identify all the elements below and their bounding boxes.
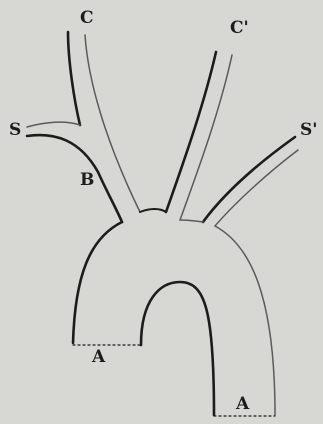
right-subclavian-lower-wall xyxy=(215,150,298,226)
label-a-left: A xyxy=(92,349,105,366)
arch-top-between-branches xyxy=(180,220,203,222)
left-carotid-outer-wall xyxy=(68,32,80,125)
label-a-right: A xyxy=(236,396,249,413)
arch-top-notch xyxy=(140,209,166,212)
label-b: B xyxy=(80,172,94,189)
left-subclavian-lower-wall xyxy=(27,135,122,222)
left-subclavian-upper-wall xyxy=(27,122,80,127)
label-left-carotid: C xyxy=(80,10,94,27)
label-right-subclavian: S' xyxy=(300,122,317,139)
right-subclavian-upper-wall xyxy=(203,137,295,222)
label-right-carotid: C' xyxy=(230,20,249,37)
inner-arch-wall xyxy=(141,282,214,415)
outer-arch-right-wall xyxy=(215,226,275,415)
label-left-subclavian: S xyxy=(9,122,21,139)
outer-arch-left-wall xyxy=(73,222,122,343)
